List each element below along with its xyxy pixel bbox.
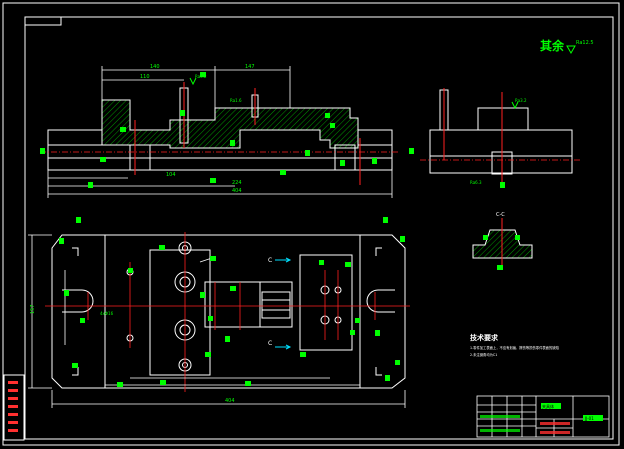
- front-view-tags: [40, 72, 377, 188]
- front-view-roughness: Ra3.2 Ra1.6: [189, 74, 242, 103]
- front-view-dimensions: [47, 66, 393, 198]
- side-view-tags: Ra6.3 Ra3.2: [409, 98, 527, 188]
- technical-notes: 技术要求 1.零件加工表面上，不应有划痕、擦伤等损伤零件表面的缺陷 2.未注倒角…: [470, 333, 559, 357]
- front-view-dim-text: 140 110 147 104 224 404: [140, 64, 255, 194]
- dim-bottom-2: 224: [232, 180, 242, 186]
- roughness-3: Ra6.3: [470, 180, 482, 185]
- dim-top-2: 110: [140, 74, 150, 80]
- section-marker-top: C: [268, 257, 272, 264]
- title-block-fields: 夹具体 JJ-01: [480, 403, 603, 434]
- left-legend-panel: [3, 374, 25, 441]
- dim-bottom-1: 104: [166, 172, 176, 178]
- front-view: [40, 82, 400, 185]
- roughness-4: Ra3.2: [515, 98, 527, 103]
- plan-width-dim: 404: [225, 398, 235, 404]
- plan-view-tags: [59, 217, 405, 387]
- drawing-frame: [2, 2, 620, 446]
- note-1: 1.零件加工表面上，不应有划痕、擦伤等损伤零件表面的缺陷: [470, 345, 559, 350]
- plan-height-dim: 157: [30, 304, 36, 314]
- front-view-hatched-section: [101, 99, 359, 149]
- title-drawing-no: JJ-01: [584, 416, 594, 421]
- corner-roughness-text: Ra12.5: [576, 40, 594, 46]
- roughness-2: Ra1.6: [230, 98, 242, 103]
- roughness-1: Ra3.2: [195, 74, 207, 79]
- plan-view-dim-text: 404 157 4xΦ16: [30, 304, 235, 404]
- corner-mark-text: 其余: [540, 38, 565, 53]
- dim-top-1: 140: [150, 64, 160, 70]
- side-view: [420, 88, 582, 188]
- section-label: C-C: [496, 212, 505, 218]
- hole-label: 4xΦ16: [100, 311, 114, 316]
- section-c-c: C-C: [472, 212, 533, 270]
- plan-view-centerlines: [45, 232, 410, 392]
- section-marker-bottom: C: [268, 340, 272, 347]
- notes-title: 技术要求: [470, 333, 499, 342]
- dim-top-3: 147: [245, 64, 255, 70]
- dim-bottom-3: 404: [232, 188, 242, 194]
- plan-view-dimensions: [28, 234, 406, 408]
- section-markers: C C: [268, 257, 292, 350]
- title-name-field: 夹具体: [542, 403, 554, 409]
- corner-roughness-mark: 其余 Ra12.5: [540, 38, 594, 55]
- note-2: 2.未注倒角均为C1: [470, 352, 497, 357]
